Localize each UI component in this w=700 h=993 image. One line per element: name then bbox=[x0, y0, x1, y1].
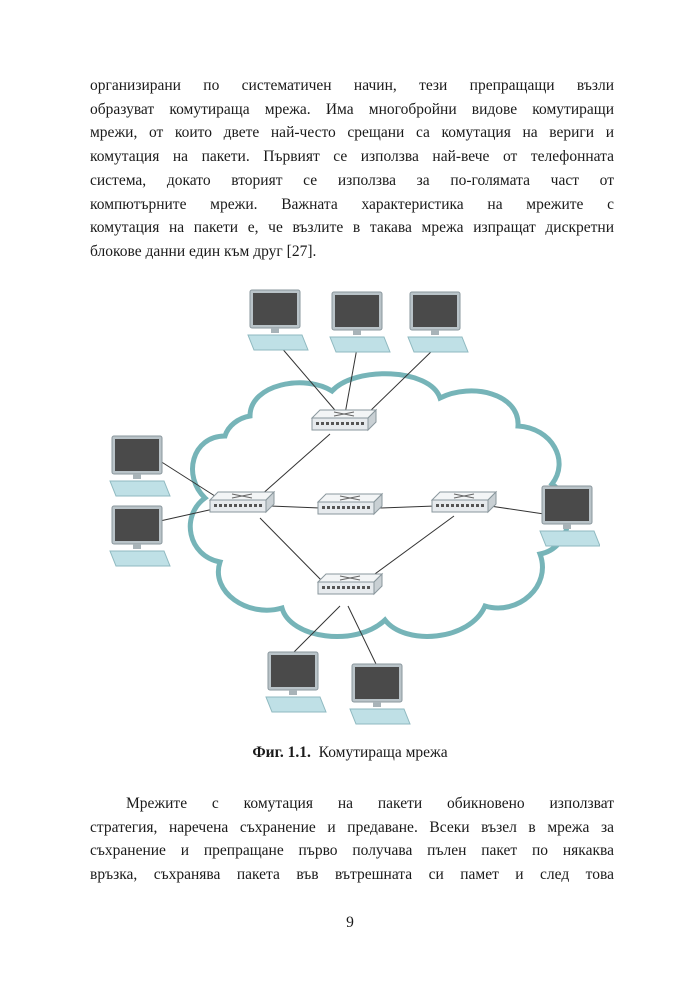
computer-icon bbox=[247, 289, 309, 351]
text-line: Мрежите с комутация на пакети обикновено… bbox=[126, 795, 614, 812]
paragraph-top: организирани по систематичен начин, тези… bbox=[90, 74, 614, 264]
computer-icon bbox=[329, 291, 391, 353]
computer-icon bbox=[539, 485, 600, 547]
text-line: система, докато вторият се използва за п… bbox=[90, 171, 614, 189]
text-line: блокове данни един към друг [27]. bbox=[90, 242, 317, 260]
computer-icon bbox=[349, 663, 411, 725]
switch-icon bbox=[317, 493, 383, 515]
network-links bbox=[159, 345, 545, 665]
computer-icon bbox=[109, 505, 171, 567]
text-line: комутация на пакети е, че възлите в така… bbox=[90, 219, 614, 237]
page-number: 9 bbox=[346, 914, 354, 931]
switch-icon bbox=[311, 409, 377, 431]
figure-label: Фиг. 1.1. bbox=[252, 744, 311, 761]
switch-icon bbox=[317, 573, 383, 595]
text-line: организирани по систематичен начин, тези… bbox=[90, 77, 614, 94]
computer-icon bbox=[265, 651, 327, 713]
text-line: мрежи, от които двете най-често срещани … bbox=[90, 124, 614, 142]
switching-network-figure bbox=[109, 289, 600, 725]
computer-icon bbox=[109, 435, 171, 497]
text-line: стратегия, наречена съхранение и предава… bbox=[90, 818, 614, 836]
switch-icon bbox=[431, 491, 497, 513]
figure-title: Комутираща мрежа bbox=[318, 744, 448, 761]
text-line: компютърните мрежи. Важната характеристи… bbox=[90, 195, 614, 213]
switch-icon bbox=[209, 491, 275, 513]
figure-caption: Фиг. 1.1. Комутираща мрежа bbox=[0, 744, 700, 762]
text-line: образуват комутираща мрежа. Има многобро… bbox=[90, 100, 614, 118]
text-line: съхранение и препращане първо получава п… bbox=[90, 842, 614, 860]
computer-icon bbox=[407, 291, 469, 353]
paragraph-bottom: Мрежите с комутация на пакети обикновено… bbox=[90, 792, 614, 887]
text-line: връзка, съхранява пакета във вътрешната … bbox=[90, 866, 614, 884]
text-line: комутация на пакети. Първият се използва… bbox=[90, 148, 614, 166]
